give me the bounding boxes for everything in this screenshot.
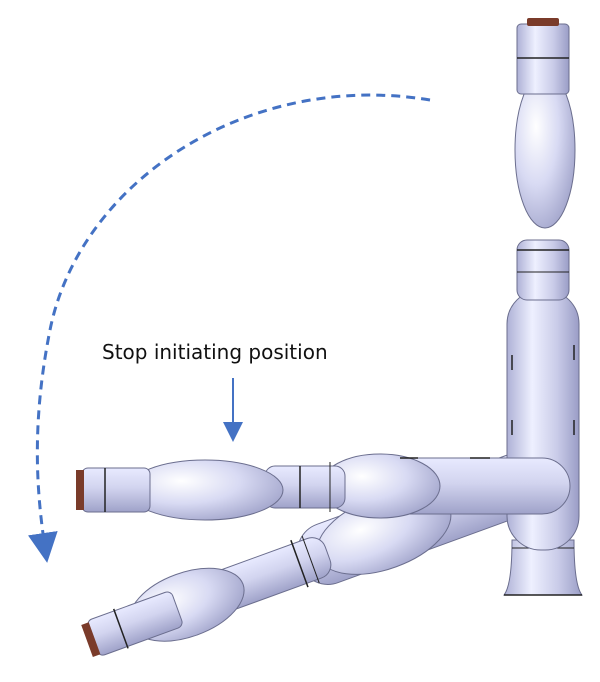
upper-arm-end-link	[81, 467, 151, 513]
column-upper-joint	[514, 71, 576, 229]
lower-arm-end-link	[87, 591, 183, 656]
lower-arm-end-cap	[81, 622, 101, 657]
column-neck	[516, 239, 570, 301]
upper-arm	[76, 453, 571, 521]
column-top-link	[516, 23, 570, 95]
upper-arm-end-cap	[76, 470, 84, 510]
curved-dashed-arrow-icon	[27, 93, 431, 563]
stop-position-label: Stop initiating position	[102, 340, 328, 364]
column-top-cap	[527, 18, 559, 26]
